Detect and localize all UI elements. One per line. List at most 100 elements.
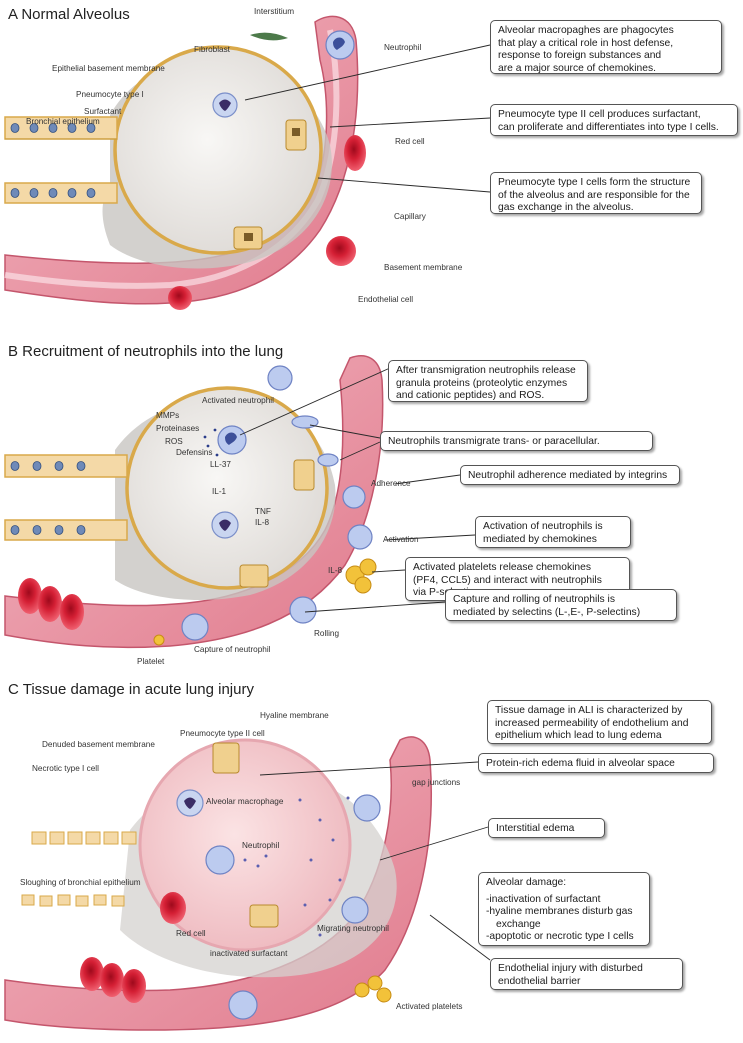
callout-tissue-damage: Tissue damage in ALI is characterized by… — [487, 700, 712, 744]
callout-line: Alveolar macropaghes are phagocytes — [498, 25, 674, 36]
label-rolling: Rolling — [314, 629, 340, 638]
label-pneumocyte-type2: Pneumocyte type II cell — [180, 729, 265, 738]
callout-endothelial: Endothelial injury with disturbed endoth… — [490, 958, 683, 990]
callout-interstitial-edema: Interstitial edema — [488, 818, 605, 838]
fibroblast-cell — [250, 32, 288, 41]
macrophage-b — [211, 511, 239, 539]
transmigrating-neutrophils — [181, 365, 373, 641]
callout-line: gas exchange in the alveolus. — [498, 202, 634, 214]
label-capillary: Capillary — [394, 212, 426, 221]
edema-protein-dots — [243, 796, 350, 937]
label-il8: IL-8 — [255, 518, 270, 527]
panel-a-illustration — [4, 15, 366, 310]
callout-line: exchange — [496, 918, 541, 930]
callout-line: response to foreign substances and — [498, 50, 662, 62]
callout-line: -inactivation of surfactant — [486, 893, 601, 905]
callout-line: mediated by selectins (L-,E-, P-selectin… — [453, 606, 641, 618]
callout-line: increased permeability of endothelium an… — [495, 717, 689, 729]
bronchial-airway-b — [4, 454, 128, 541]
panel-a-title: A Normal Alveolus — [8, 6, 130, 23]
callout-adherence: Neutrophil adherence mediated by integri… — [460, 465, 680, 485]
activated-platelets-c — [354, 975, 392, 1003]
label-inactivated-surfactant: inactivated surfactant — [210, 949, 288, 958]
label-necrotic-type1: Necrotic type I cell — [32, 764, 99, 773]
neutrophil-in-vessel — [325, 30, 355, 60]
label-proteinases: Proteinases — [156, 424, 200, 433]
label-neutrophil-c: Neutrophil — [242, 841, 280, 850]
sloughing-epithelium — [21, 831, 137, 907]
label-activated-platelets: Activated platelets — [396, 1002, 463, 1011]
callout-edema-fluid: Protein-rich edema fluid in alveolar spa… — [478, 753, 714, 773]
pneumocyte-type2-cells — [233, 119, 307, 250]
label-alveolar-macrophage: Alveolar macrophage — [206, 797, 284, 806]
activated-neutrophil-b — [203, 425, 247, 457]
callout-line: of the alveolus and are responsible for … — [498, 189, 690, 201]
label-il8-vessel: IL-8 — [328, 566, 343, 575]
neutrophils-c — [205, 794, 381, 1020]
callout-line: endothelial barrier — [498, 975, 581, 987]
callout-line: (PF4, CCL5) and interact with neutrophil… — [413, 574, 602, 586]
callout-line: granula proteins (proteolytic enzymes — [396, 377, 568, 389]
label-neutrophil-a: Neutrophil — [384, 43, 422, 52]
callout-line: Endothelial injury with disturbed — [498, 963, 643, 974]
callout-granula: After transmigration neutrophils release… — [388, 360, 588, 402]
label-gap-junctions: gap junctions — [412, 778, 461, 787]
callout-line: Pneumocyte type II cell produces surfact… — [498, 109, 701, 120]
callout-alveolar-damage: Alveolar damage: -inactivation of surfac… — [478, 872, 650, 946]
callout-line: Neutrophils transmigrate trans- or parac… — [388, 436, 600, 447]
callout-line: Capture and rolling of neutrophils is — [453, 594, 615, 605]
label-endothelial-cell: Endothelial cell — [358, 295, 414, 304]
label-denuded-basement-membrane: Denuded basement membrane — [42, 740, 155, 749]
label-adherence: Adherence — [371, 479, 411, 488]
bronchial-airway-upper — [4, 116, 118, 140]
callout-line: Interstitial edema — [496, 823, 575, 834]
callout-activation: Activation of neutrophils is mediated by… — [475, 516, 631, 548]
callout-line: Activation of neutrophils is — [483, 521, 603, 532]
label-pneumocyte-type1: Pneumocyte type I — [76, 90, 144, 99]
callout-type2: Pneumocyte type II cell produces surfact… — [490, 104, 738, 136]
label-epithelial-basement-membrane: Epithelial basement membrane — [52, 64, 165, 73]
leader-lines — [239, 44, 491, 961]
callout-line: via P-selectin — [413, 587, 475, 599]
label-red-cell-a: Red cell — [395, 137, 425, 146]
activated-platelets-b — [153, 558, 377, 646]
callout-rolling: Capture and rolling of neutrophils is me… — [445, 589, 677, 621]
callout-line: -apoptotic or necrotic type I cells — [486, 931, 634, 943]
label-platelet: Platelet — [137, 657, 165, 666]
panel-c-illustration — [4, 736, 432, 1031]
label-activated-neutrophil: Activated neutrophil — [202, 396, 274, 405]
callout-line: can proliferate and differentiates into … — [498, 121, 719, 133]
label-bronchial-epithelium: Bronchial epithelium — [26, 117, 100, 126]
callout-line: mediated by chemokines — [483, 533, 597, 545]
callout-macrophages: Alveolar macropaghes are phagocytes that… — [490, 20, 722, 74]
callout-line: Activated platelets release chemokines — [413, 562, 592, 573]
label-activation: Activation — [383, 535, 419, 544]
callout-line: Protein-rich edema fluid in alveolar spa… — [486, 758, 675, 769]
panel-b-title: B Recruitment of neutrophils into the lu… — [8, 343, 284, 360]
label-interstitium: Interstitium — [254, 7, 295, 16]
callout-line: Alveolar damage: — [486, 877, 567, 888]
label-red-cell-c: Red cell — [176, 929, 206, 938]
label-basement-membrane: Basement membrane — [384, 263, 463, 272]
callout-line: -hyaline membranes disturb gas — [486, 906, 633, 918]
callout-transmigrate: Neutrophils transmigrate trans- or parac… — [380, 431, 653, 451]
label-capture: Capture of neutrophil — [194, 645, 271, 654]
label-ros: ROS — [165, 437, 183, 446]
callout-line: and cationic peptides) and ROS. — [396, 390, 545, 402]
red-blood-cells-c — [80, 892, 186, 1003]
pneumocyte-type2-b — [239, 459, 315, 588]
label-hyaline-membrane: Hyaline membrane — [260, 711, 329, 720]
alveolus-a — [113, 45, 323, 255]
panel-c-title: C Tissue damage in acute lung injury — [8, 681, 254, 698]
callout-line: Tissue damage in ALI is characterized by — [495, 705, 683, 716]
label-mmps: MMPs — [156, 411, 180, 420]
label-surfactant: Surfactant — [84, 107, 122, 116]
label-il1: IL-1 — [212, 487, 227, 496]
alveolar-macrophage-cell — [212, 92, 238, 118]
label-migrating-neutrophil: Migrating neutrophil — [317, 924, 389, 933]
alveolus-b — [125, 386, 329, 590]
callout-line: that play a critical role in host defens… — [498, 37, 674, 49]
callout-type1: Pneumocyte type I cells form the structu… — [490, 172, 702, 214]
label-sloughing: Sloughing of bronchial epithelium — [20, 878, 141, 887]
